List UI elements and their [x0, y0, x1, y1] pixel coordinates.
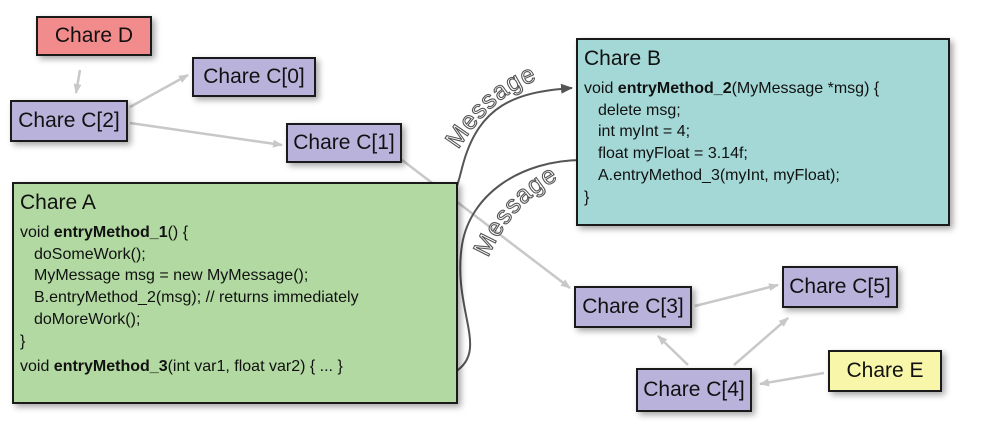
chare-a-line-1: void entryMethod_1() { [20, 222, 450, 244]
chare-a-entry-method-1: entryMethod_1 [53, 224, 168, 241]
arrow-c2-to-c1 [129, 121, 283, 148]
chare-a-line-5: doMoreWork(); [34, 310, 141, 328]
chare-a-line-1-post: () { [167, 224, 189, 241]
chare-c0-label: Chare C[0] [203, 65, 305, 88]
arrow-d-to-c2 [73, 69, 82, 94]
chare-d-label: Chare D [54, 24, 134, 47]
message-label-top: Message [440, 59, 540, 153]
chare-c0-node: Chare C[0] [192, 57, 316, 97]
chare-b-line-1: void entryMethod_2(MyMessage *msg) { [584, 78, 942, 100]
arrow-c3-to-c5 [694, 283, 779, 308]
chare-e-node: Chare E [828, 350, 942, 392]
chare-a-line-3: MyMessage msg = new MyMessage(); [34, 267, 309, 285]
chare-a-line-4: B.entryMethod_2(msg); // returns immedia… [34, 289, 359, 307]
chare-a-line-1-pre: void [20, 224, 54, 241]
chare-a-title: Chare A [20, 191, 96, 214]
chare-b-line-3: int myInt = 4; [598, 123, 691, 141]
chare-c3-label: Chare C[3] [582, 295, 684, 318]
chare-b-line-1-post: (MyMessage *msg) { [731, 80, 880, 97]
arrow-c4-to-c5 [733, 317, 789, 366]
chare-b-line-2: delete msg; [598, 101, 681, 119]
chare-b-title: Chare B [584, 47, 662, 70]
message-label-top-path: Message [439, 59, 539, 154]
chare-c1-label: Chare C[1] [293, 131, 395, 154]
chare-c4-node: Chare C[4] [636, 368, 752, 412]
chare-b-line-1-pre: void [584, 80, 618, 97]
chare-a-line-2: doSomeWork(); [34, 245, 146, 263]
chare-c4-label: Chare C[4] [643, 378, 745, 401]
chare-a-box: Chare A void entryMethod_1() { doSomeWor… [12, 182, 458, 404]
chare-e-label: Chare E [846, 359, 924, 382]
chare-a-entry-method-3: entryMethod_3 [53, 358, 168, 376]
chare-c2-label: Chare C[2] [18, 109, 120, 132]
arrow-c2-to-c0 [129, 73, 189, 109]
chare-b-line-6: } [584, 188, 590, 206]
chare-c2-node: Chare C[2] [10, 100, 128, 142]
chare-a-line-7-pre: void [20, 358, 54, 376]
chare-a-line-6: } [20, 332, 26, 350]
chare-d-node: Chare D [36, 16, 152, 56]
chare-b-entry-method-2: entryMethod_2 [617, 80, 732, 97]
arrow-e-to-c4 [759, 371, 825, 387]
chare-b-line-5: A.entryMethod_3(myInt, myFloat); [598, 166, 840, 184]
arrow-c4-to-c3 [657, 335, 689, 366]
chare-b-box: Chare B void entryMethod_2(MyMessage *ms… [576, 38, 950, 226]
chare-b-line-4: float myFloat = 3.14f; [598, 145, 748, 163]
chare-c1-node: Chare C[1] [286, 123, 402, 163]
chare-c5-label: Chare C[5] [789, 275, 891, 298]
arrow-c1-to-c3 [401, 159, 571, 289]
chare-c3-node: Chare C[3] [574, 286, 692, 328]
chare-c5-node: Chare C[5] [782, 266, 898, 308]
chare-a-line-7-post: (int var1, float var2) { ... } [167, 358, 343, 376]
chare-a-line-7: void entryMethod_3(int var1, float var2)… [20, 356, 450, 378]
